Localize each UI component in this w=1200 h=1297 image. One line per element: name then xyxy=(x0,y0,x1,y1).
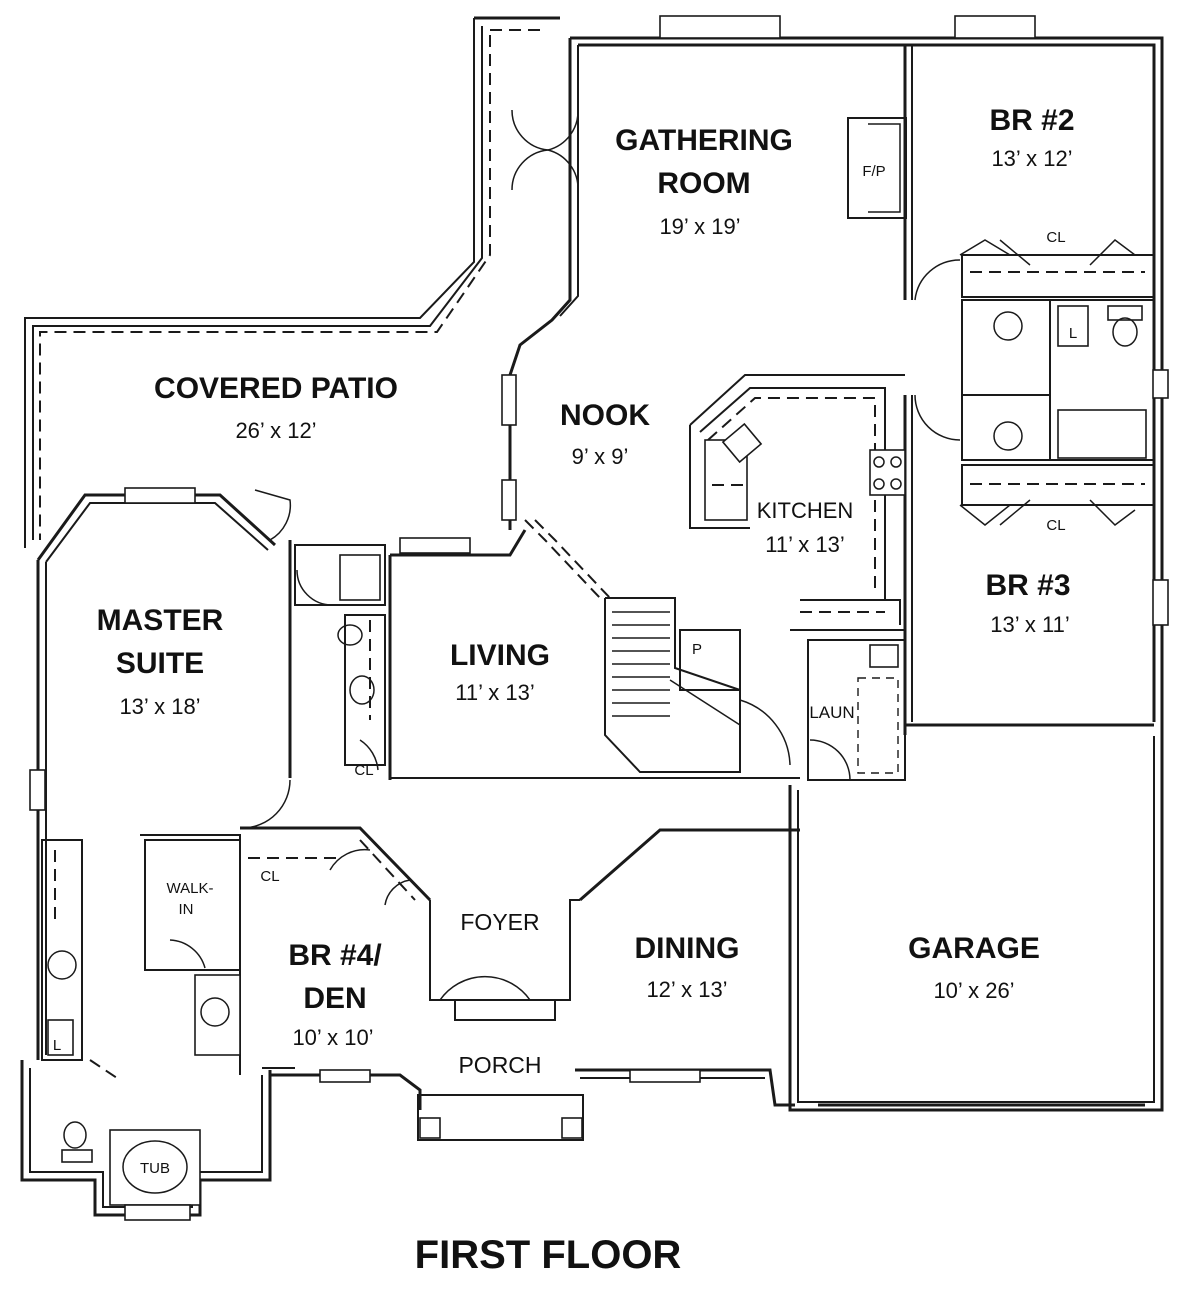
kitchen-label: KITCHEN xyxy=(757,498,854,523)
br3-closet-label: CL xyxy=(1046,517,1065,534)
tub-label: TUB xyxy=(140,1160,170,1177)
dining-label: DINING xyxy=(635,932,740,965)
laundry-label: LAUN xyxy=(809,703,854,722)
br2-closet-label: CL xyxy=(1046,229,1065,246)
kitchen-dims: 11’ x 13’ xyxy=(765,532,845,557)
room-labels: GATHERING ROOM 19’ x 19’ BR #2 13’ x 12’… xyxy=(97,104,1075,1078)
nook-label: NOOK xyxy=(560,399,650,432)
covered-patio-label: COVERED PATIO xyxy=(154,372,398,405)
living-dims: 11’ x 13’ xyxy=(455,680,535,705)
gathering-room-label-2: ROOM xyxy=(657,167,750,200)
garage-dims: 10’ x 26’ xyxy=(933,978,1014,1003)
walk-in-label-2: IN xyxy=(179,901,194,918)
stair-treads xyxy=(612,611,741,726)
fixture-labels: F/P CL L CL P LAUN CL CL WALK- IN L TUB xyxy=(53,163,1077,1177)
windows xyxy=(29,15,1169,1221)
covered-patio-dims: 26’ x 12’ xyxy=(235,418,316,443)
br3-label: BR #3 xyxy=(985,569,1070,602)
br2-label: BR #2 xyxy=(989,104,1074,137)
doors xyxy=(169,109,1136,1001)
master-closet-label: CL xyxy=(354,762,373,779)
fireplace-label: F/P xyxy=(862,163,885,180)
dining-dims: 12’ x 13’ xyxy=(646,977,727,1002)
br4-closet-label: CL xyxy=(260,868,279,885)
gathering-room-label-1: GATHERING xyxy=(615,124,793,157)
master-suite-label-2: SUITE xyxy=(116,647,204,680)
bath-linen-label: L xyxy=(1069,325,1077,342)
br4-label-1: BR #4/ xyxy=(288,939,382,972)
nook-dims: 9’ x 9’ xyxy=(572,444,629,469)
br4-dims: 10’ x 10’ xyxy=(292,1025,373,1050)
master-suite-dims: 13’ x 18’ xyxy=(119,694,200,719)
master-linen-label: L xyxy=(53,1037,61,1054)
master-suite-label-1: MASTER xyxy=(97,604,224,637)
br4-label-2: DEN xyxy=(303,982,366,1015)
porch-label: PORCH xyxy=(458,1052,541,1078)
br2-dims: 13’ x 12’ xyxy=(991,146,1072,171)
floor-plan-title: FIRST FLOOR xyxy=(415,1233,682,1277)
foyer-label: FOYER xyxy=(460,909,539,935)
walk-in-label-1: WALK- xyxy=(167,880,214,897)
gathering-room-dims: 19’ x 19’ xyxy=(659,214,740,239)
living-label: LIVING xyxy=(450,639,550,672)
pantry-label: P xyxy=(692,641,702,658)
garage-label: GARAGE xyxy=(908,932,1040,965)
interior-walls xyxy=(41,45,1155,1206)
br3-dims: 13’ x 11’ xyxy=(990,612,1070,637)
